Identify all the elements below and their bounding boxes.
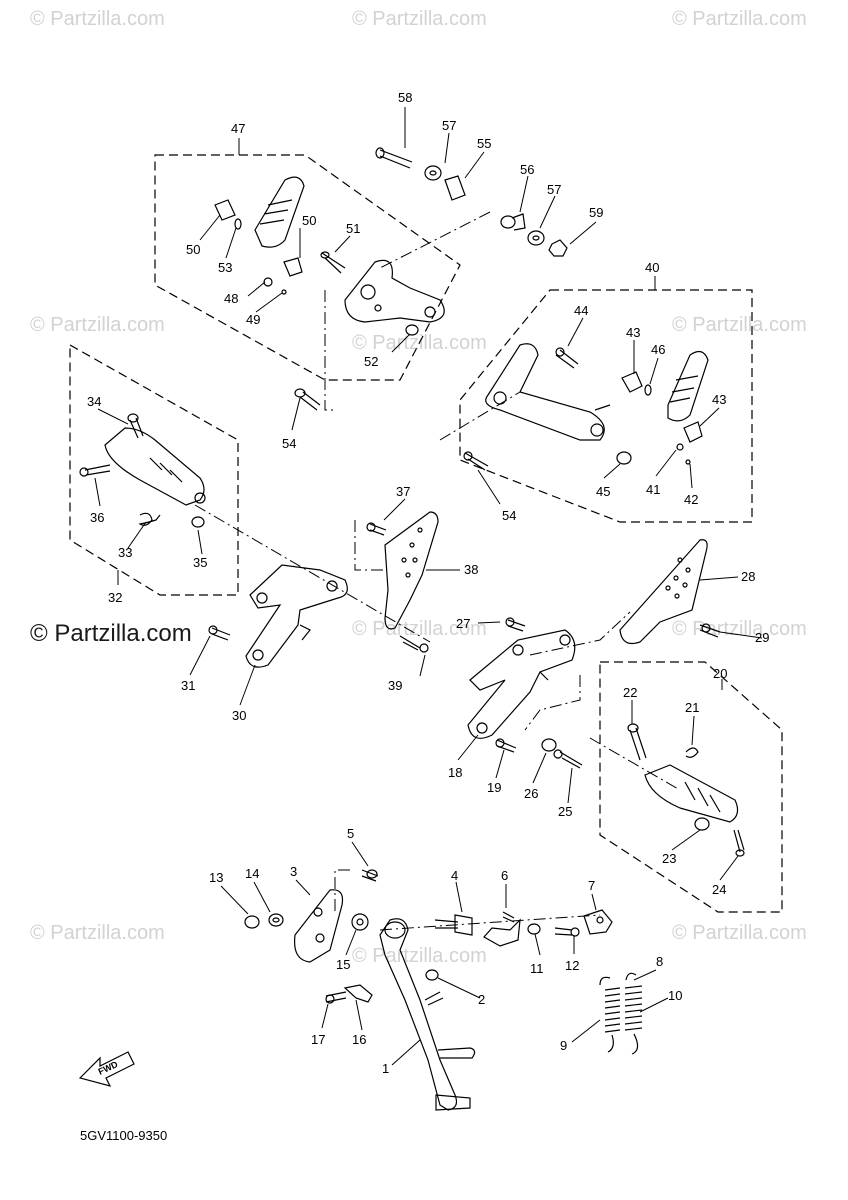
sidestand-1: [379, 918, 476, 1111]
fwd-arrow-icon: [78, 1051, 135, 1087]
callout-17: 17: [311, 1032, 325, 1047]
callout-39: 39: [388, 678, 402, 693]
callout-54: 54: [502, 508, 516, 523]
callout-19: 19: [487, 780, 501, 795]
watermark: © Partzilla.com: [352, 8, 487, 30]
callout-2: 2: [478, 992, 485, 1007]
callout-26: 26: [524, 786, 538, 801]
callout-16: 16: [352, 1032, 366, 1047]
callout-48: 48: [224, 291, 238, 306]
callout-56: 56: [520, 162, 534, 177]
group-box-32: [69, 343, 239, 596]
callout-3: 3: [290, 864, 297, 879]
watermark: © Partzilla.com: [672, 922, 807, 944]
callout-47: 47: [231, 121, 245, 136]
callout-54: 54: [282, 436, 296, 451]
callout-33: 33: [118, 545, 132, 560]
footrest-peg-40: [667, 350, 709, 422]
callout-53: 53: [218, 260, 232, 275]
watermark: © Partzilla.com: [30, 314, 165, 336]
callout-8: 8: [656, 954, 663, 969]
callout-58: 58: [398, 90, 412, 105]
group-box-20: [599, 661, 783, 913]
callout-27: 27: [456, 616, 470, 631]
callout-24: 24: [712, 882, 726, 897]
watermark: © Partzilla.com: [30, 8, 165, 30]
callout-25: 25: [558, 804, 572, 819]
callout-4: 4: [451, 868, 458, 883]
diagram-code: 5GV1100-9350: [80, 1128, 168, 1143]
callout-23: 23: [662, 851, 676, 866]
callout-21: 21: [685, 700, 699, 715]
callout-28: 28: [741, 569, 755, 584]
callout-10: 10: [668, 988, 682, 1003]
callout-49: 49: [246, 312, 260, 327]
callout-6: 6: [501, 868, 508, 883]
callout-29: 29: [755, 630, 769, 645]
callout-36: 36: [90, 510, 104, 525]
callout-32: 32: [108, 590, 122, 605]
callout-51: 51: [346, 221, 360, 236]
watermark: © Partzilla.com: [672, 314, 807, 336]
callout-45: 45: [596, 484, 610, 499]
callout-5: 5: [347, 826, 354, 841]
callout-31: 31: [181, 678, 195, 693]
callout-43: 43: [626, 325, 640, 340]
callout-40: 40: [645, 260, 659, 275]
callout-13: 13: [209, 870, 223, 885]
heel-plate-38: [384, 511, 439, 630]
callout-44: 44: [574, 303, 588, 318]
watermark: © Partzilla.com: [30, 922, 165, 944]
rider-footrest-bracket-51: [344, 259, 445, 323]
passenger-footrest-32: [104, 427, 206, 506]
callout-22: 22: [623, 685, 637, 700]
watermark: © Partzilla.com: [352, 945, 487, 967]
callout-30: 30: [232, 708, 246, 723]
callout-42: 42: [684, 492, 698, 507]
callout-52: 52: [364, 354, 378, 369]
callout-57: 57: [547, 182, 561, 197]
group-box-47: [154, 154, 461, 381]
watermark-main: © Partzilla.com: [30, 620, 192, 647]
rider-footrest-bracket-right: [485, 343, 611, 441]
group-box-40: [459, 289, 753, 523]
callout-55: 55: [477, 136, 491, 151]
callout-20: 20: [713, 666, 727, 681]
sidestand-bracket-3: [293, 889, 344, 963]
callout-37: 37: [396, 484, 410, 499]
callout-38: 38: [464, 562, 478, 577]
spring-10: [624, 972, 643, 1055]
callout-34: 34: [87, 394, 101, 409]
footrest-peg-47: [254, 176, 305, 248]
callout-43: 43: [712, 392, 726, 407]
callout-18: 18: [448, 765, 462, 780]
heel-plate-28: [619, 539, 708, 645]
callout-57: 57: [442, 118, 456, 133]
passenger-footrest-20: [644, 764, 739, 823]
callout-12: 12: [565, 958, 579, 973]
callout-14: 14: [245, 866, 259, 881]
passenger-bracket-18: [467, 629, 576, 739]
callout-11: 11: [530, 961, 544, 976]
callout-7: 7: [588, 878, 595, 893]
watermark: © Partzilla.com: [672, 8, 807, 30]
passenger-bracket-30: [245, 564, 348, 668]
callout-1: 1: [382, 1061, 389, 1076]
callout-50: 50: [186, 242, 200, 257]
callout-9: 9: [560, 1038, 567, 1053]
callout-15: 15: [336, 957, 350, 972]
callout-46: 46: [651, 342, 665, 357]
callout-35: 35: [193, 555, 207, 570]
callout-59: 59: [589, 205, 603, 220]
callout-50: 50: [302, 213, 316, 228]
callout-41: 41: [646, 482, 660, 497]
spring-9: [599, 976, 621, 1053]
